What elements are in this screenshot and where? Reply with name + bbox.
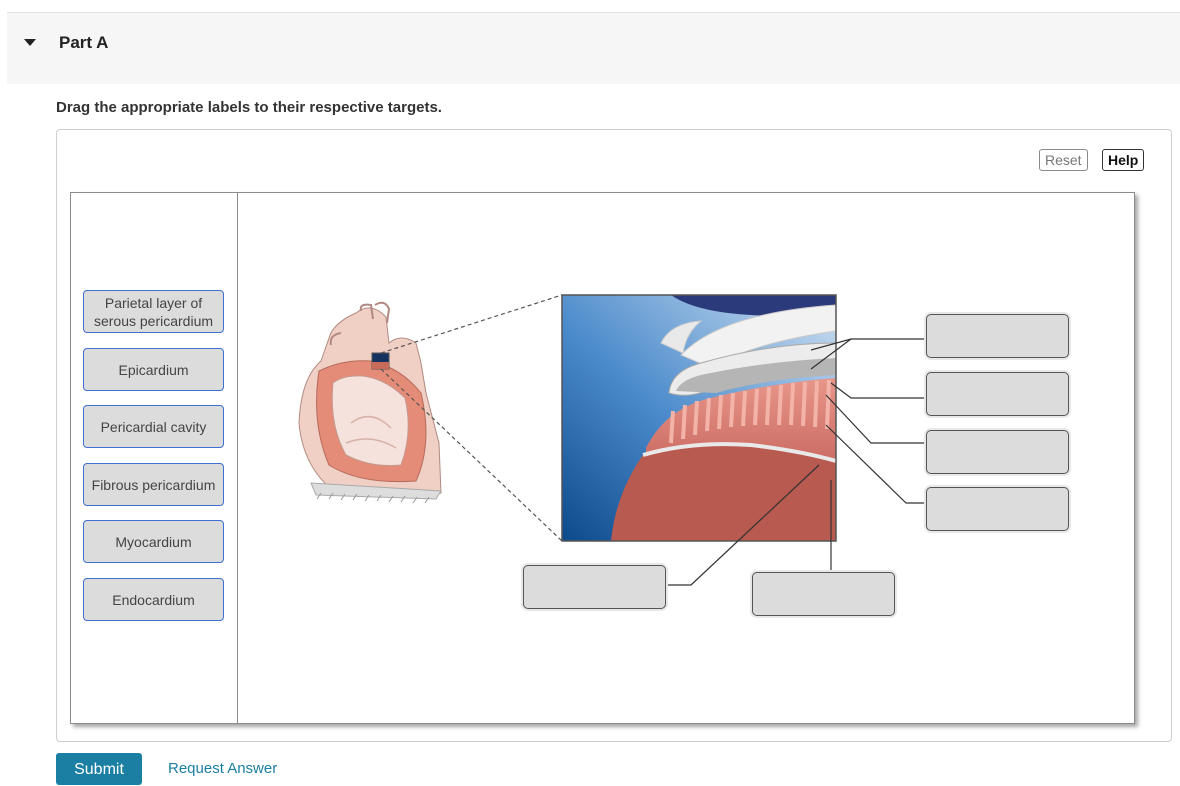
- part-header[interactable]: Part A: [7, 12, 1180, 84]
- label-fibrous-pericardium[interactable]: Fibrous pericardium: [83, 463, 224, 506]
- label-endocardium[interactable]: Endocardium: [83, 578, 224, 621]
- submit-button[interactable]: Submit: [56, 753, 142, 785]
- label-myocardium[interactable]: Myocardium: [83, 520, 224, 563]
- drop-target-4[interactable]: [926, 487, 1069, 531]
- drop-target-2[interactable]: [926, 372, 1069, 416]
- drop-target-5[interactable]: [523, 565, 666, 609]
- label-epicardium[interactable]: Epicardium: [83, 348, 224, 391]
- heart-illustration: [298, 301, 442, 504]
- collapse-caret-icon[interactable]: [24, 39, 36, 46]
- drop-target-1[interactable]: [926, 314, 1069, 358]
- heart-wall-diagram: [298, 294, 926, 586]
- heart-wall-zoom: [562, 295, 836, 541]
- drag-drop-workspace: Parietal layer of serous pericardium Epi…: [70, 192, 1135, 724]
- label-bank: Parietal layer of serous pericardium Epi…: [71, 193, 238, 723]
- leader-lines: [666, 338, 926, 586]
- label-pericardial-cavity[interactable]: Pericardial cavity: [83, 405, 224, 448]
- part-title: Part A: [59, 33, 109, 52]
- drop-target-3[interactable]: [926, 430, 1069, 474]
- reset-button[interactable]: Reset: [1039, 149, 1088, 171]
- label-parietal-layer[interactable]: Parietal layer of serous pericardium: [83, 290, 224, 333]
- instruction-text: Drag the appropriate labels to their res…: [56, 99, 442, 116]
- drop-target-6[interactable]: [752, 572, 895, 616]
- help-button[interactable]: Help: [1102, 149, 1145, 171]
- request-answer-link[interactable]: Request Answer: [168, 760, 278, 777]
